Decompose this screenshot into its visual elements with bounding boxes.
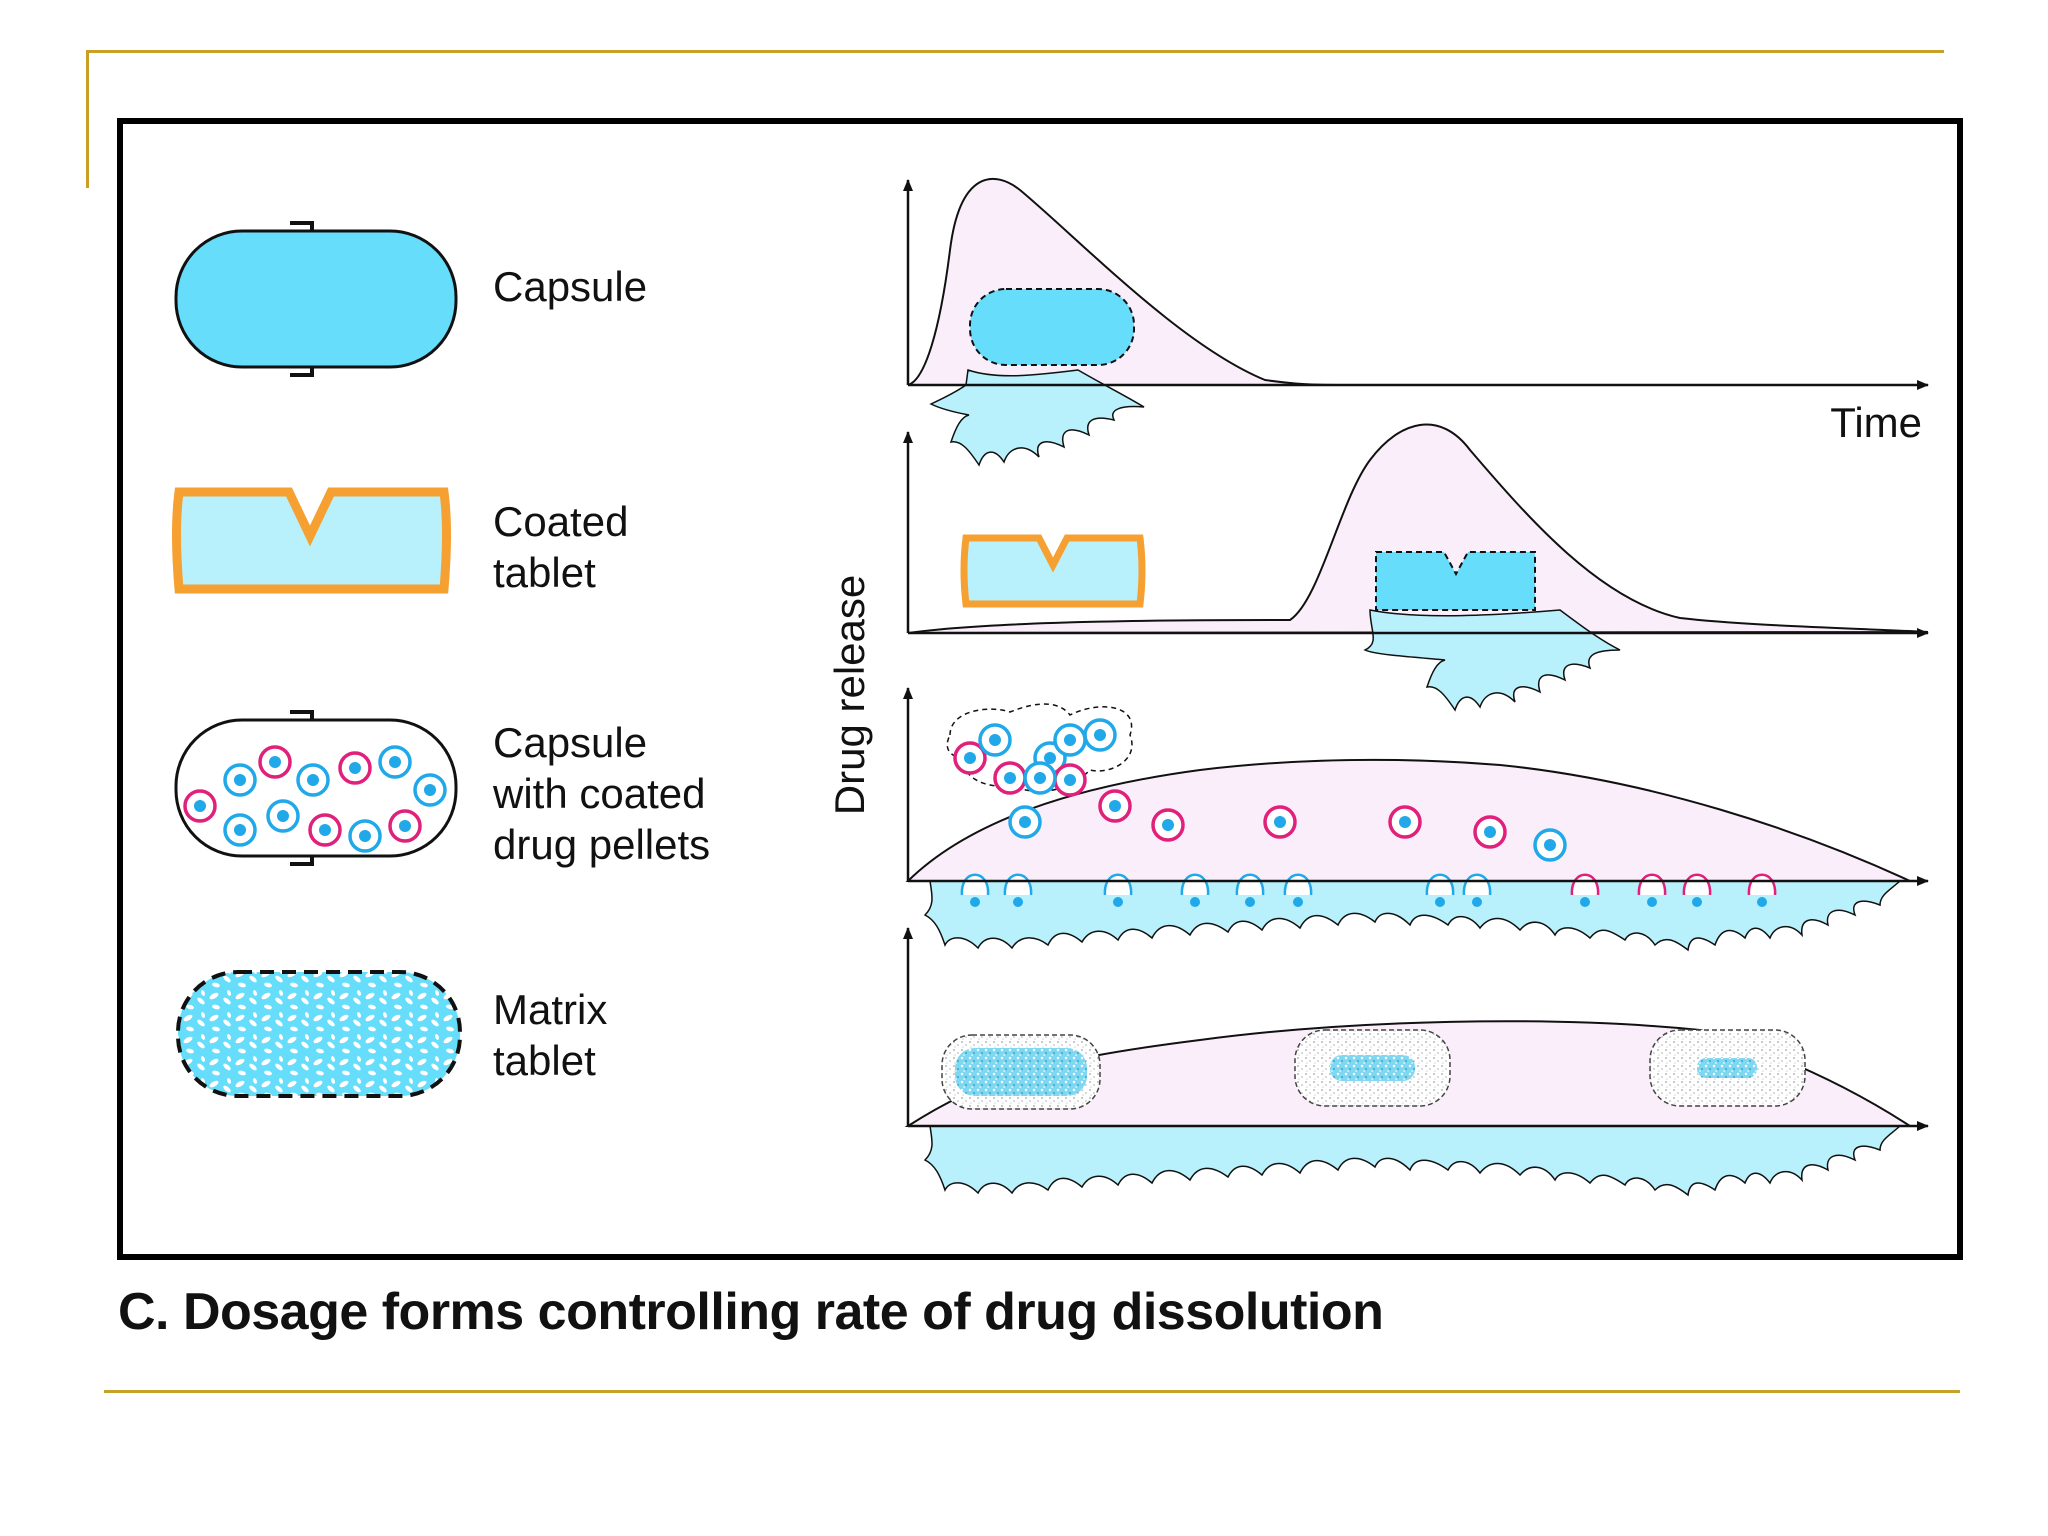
pellet-capsule-label-line2: with coated bbox=[492, 770, 705, 817]
capsule-pellets bbox=[183, 745, 447, 853]
released-pellet bbox=[1473, 815, 1507, 849]
pellet-capsule-label-line1: Capsule bbox=[493, 719, 647, 766]
coated-pellet bbox=[183, 789, 217, 823]
x-axis-label: Time bbox=[1830, 399, 1922, 446]
released-pellet bbox=[1053, 723, 1087, 757]
coated-pellet bbox=[388, 809, 422, 843]
matrix-tablet-stage-2 bbox=[1294, 1029, 1451, 1107]
dissolution-fluid-1 bbox=[929, 369, 1145, 467]
panel-4-matrix-release bbox=[903, 927, 1929, 1197]
released-pellet bbox=[1008, 805, 1042, 839]
coated-tablet-label-line2: tablet bbox=[493, 549, 596, 596]
dissolving-coated-tablet bbox=[1375, 551, 1536, 611]
dissolution-fluid-3 bbox=[923, 880, 1902, 952]
left-rule bbox=[86, 50, 89, 188]
matrix-tablet-label-line2: tablet bbox=[493, 1037, 596, 1084]
pellet-capsule-icon bbox=[174, 710, 458, 866]
released-pellet bbox=[1151, 808, 1185, 842]
matrix-tablet-stage-3 bbox=[1649, 1029, 1806, 1107]
coated-pellet bbox=[223, 763, 257, 797]
panel3-pellets bbox=[953, 718, 1777, 907]
coated-pellet bbox=[308, 813, 342, 847]
panel-1-capsule-release: Time bbox=[903, 177, 1929, 467]
released-pellet bbox=[1098, 789, 1132, 823]
coated-pellet bbox=[348, 819, 382, 853]
capsule-icon bbox=[174, 221, 458, 377]
dissolving-capsule-1 bbox=[969, 288, 1135, 366]
coated-pellet bbox=[258, 745, 292, 779]
coated-pellet bbox=[338, 751, 372, 785]
coated-tablet-label-line1: Coated bbox=[493, 498, 628, 545]
y-axis-label: Drug release bbox=[826, 575, 873, 815]
released-pellet bbox=[1023, 761, 1057, 795]
released-pellet bbox=[1083, 718, 1117, 752]
dissolution-fluid-4 bbox=[923, 1125, 1902, 1197]
released-pellet bbox=[1533, 828, 1567, 862]
coated-pellet bbox=[223, 813, 257, 847]
matrix-tablet-stage-1 bbox=[941, 1034, 1101, 1110]
coated-pellet bbox=[378, 745, 412, 779]
released-pellet bbox=[1263, 805, 1297, 839]
coated-pellet bbox=[296, 763, 330, 797]
matrix-tablet-icon bbox=[176, 970, 462, 1098]
coated-pellet bbox=[413, 773, 447, 807]
matrix-tablet-label-line1: Matrix bbox=[493, 986, 607, 1033]
released-pellet bbox=[1388, 805, 1422, 839]
released-pellet bbox=[1053, 763, 1087, 797]
pellet-capsule-label-line3: drug pellets bbox=[493, 821, 710, 868]
panel-2-coated-tablet-release bbox=[903, 423, 1929, 712]
figure-caption: C. Dosage forms controlling rate of drug… bbox=[118, 1283, 1384, 1341]
top-rule bbox=[86, 50, 1944, 53]
intact-coated-tablet bbox=[960, 534, 1146, 608]
released-pellet bbox=[953, 741, 987, 775]
coated-pellet bbox=[266, 799, 300, 833]
capsule-label: Capsule bbox=[493, 263, 647, 310]
released-pellet bbox=[978, 723, 1012, 757]
coated-tablet-icon bbox=[172, 487, 451, 594]
release-curve-2 bbox=[907, 423, 1929, 634]
released-pellet bbox=[993, 761, 1027, 795]
bottom-rule bbox=[104, 1390, 1960, 1393]
panel-3-pellet-release bbox=[903, 687, 1929, 952]
